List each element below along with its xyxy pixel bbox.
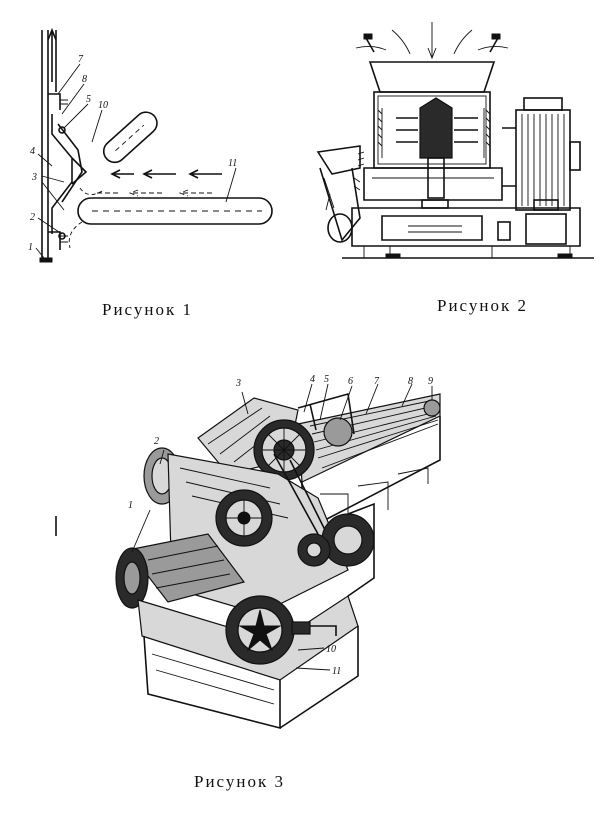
fig1-label-5: 5 (86, 94, 91, 105)
fig1-label-4: 4 (30, 146, 35, 157)
fig1-label-7: 7 (78, 54, 84, 65)
figure-3-caption: Рисунок 3 (194, 772, 285, 791)
figure-1-caption: Рисунок 1 (102, 300, 193, 319)
fig3-label-8: 8 (408, 376, 413, 387)
figure-3: 1 2 3 4 5 6 7 8 9 10 11 (48, 364, 448, 736)
fig3-label-9: 9 (428, 376, 433, 387)
fig1-label-10: 10 (98, 100, 108, 111)
fig3-label-4: 4 (310, 374, 315, 385)
figure-3-drawing: 1 2 3 4 5 6 7 8 9 10 11 (55, 374, 441, 730)
fig3-label-5: 5 (324, 374, 329, 385)
figure-2-caption: Рисунок 2 (437, 296, 528, 315)
fig3-label-3: 3 (235, 378, 241, 389)
fig1-label-11: 11 (228, 158, 237, 169)
fig1-label-8: 8 (82, 74, 87, 85)
figure-2 (312, 18, 602, 270)
figure-1: 7 8 5 10 11 4 3 2 1 (22, 22, 292, 272)
fig1-label-2: 2 (30, 212, 35, 223)
figure-2-drawing (316, 22, 594, 259)
fig3-label-11: 11 (332, 666, 341, 677)
fig1-label-3: 3 (31, 172, 37, 183)
fig1-label-1: 1 (28, 242, 33, 253)
fig3-label-6: 6 (348, 376, 353, 387)
figure-1-drawing: 7 8 5 10 11 4 3 2 1 (28, 27, 273, 263)
fig3-label-2: 2 (154, 436, 159, 447)
fig3-label-7: 7 (374, 376, 380, 387)
fig3-label-1: 1 (128, 500, 133, 511)
fig3-label-10: 10 (326, 644, 336, 655)
